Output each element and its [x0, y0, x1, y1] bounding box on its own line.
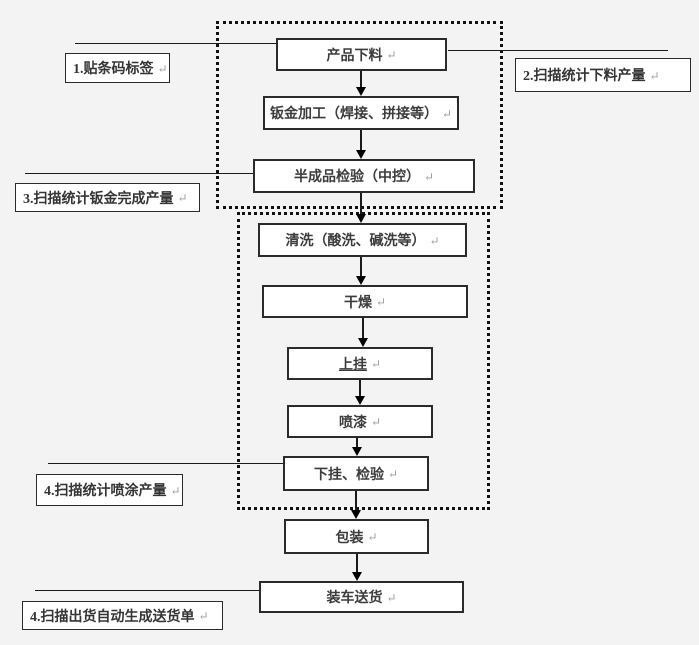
flow-arrow-line-6 [359, 380, 361, 401]
flow-node-label: 上挂 [338, 357, 367, 373]
flow-node-packing: 包装↵ [284, 519, 429, 554]
flow-arrow-line-2 [360, 130, 362, 155]
arrow-down-icon [351, 510, 361, 519]
flow-arrow-line-8 [355, 491, 357, 515]
annotation-text: 1.贴条码标签 [73, 62, 154, 77]
return-mark-icon: ↵ [177, 191, 188, 205]
arrow-down-icon [356, 87, 366, 96]
dotted-group-sheet-metal-stage [216, 21, 503, 209]
return-mark-icon: ↵ [429, 233, 440, 248]
arrow-down-icon [356, 276, 366, 285]
return-mark-icon: ↵ [370, 357, 382, 371]
arrow-down-icon [358, 338, 368, 347]
flow-node-label: 装车送货 [326, 591, 383, 606]
flow-node-spray-painting: 喷漆↵ [287, 405, 433, 438]
return-mark-icon: ↵ [198, 609, 209, 623]
annotation-text: 2.扫描统计下料产量 [523, 69, 646, 84]
flow-node-label: 包装 [335, 530, 364, 546]
arrow-down-icon [356, 150, 366, 159]
return-mark-icon: ↵ [370, 415, 382, 429]
flow-node-cleaning: 清洗（酸洗、碱洗等）↵ [258, 223, 467, 257]
flow-node-label: 半成品检验（中控） [293, 170, 420, 185]
arrow-down-icon [352, 572, 362, 581]
arrow-down-icon [352, 447, 362, 456]
connector-line-note-2 [448, 50, 668, 51]
flow-arrow-line-5 [362, 318, 364, 343]
return-mark-icon: ↵ [367, 530, 378, 544]
annotation-scan-spray-output: 4.扫描统计喷涂产量↵ [36, 474, 183, 506]
flow-node-semi-finished-inspection: 半成品检验（中控）↵ [253, 159, 475, 193]
connector-line-note-1 [75, 43, 276, 44]
flow-arrow-line-3 [360, 193, 362, 219]
return-mark-icon: ↵ [387, 467, 399, 481]
return-mark-icon: ↵ [386, 590, 397, 605]
flow-node-label: 喷漆 [338, 415, 367, 431]
connector-line-note-4b [35, 590, 259, 591]
flow-arrow-line-7 [356, 438, 358, 452]
flow-arrow-line-1 [360, 71, 362, 92]
flow-node-label: 产品下料 [326, 48, 383, 64]
flow-node-loading-delivery: 装车送货↵ [259, 581, 464, 613]
flow-node-hang-down-inspection: 下挂、检验↵ [283, 456, 429, 491]
return-mark-icon: ↵ [441, 106, 453, 121]
connector-line-note-4a [48, 463, 283, 464]
return-mark-icon: ↵ [649, 68, 660, 83]
flow-arrow-line-4 [360, 257, 362, 281]
annotation-scan-sheet-metal-output: 3.扫描统计钣金完成产量↵ [15, 183, 200, 212]
flow-node-label: 干燥 [343, 295, 372, 311]
flow-node-label: 钣金加工（焊接、拼接等） [269, 107, 438, 122]
connector-line-note-3 [25, 173, 253, 174]
return-mark-icon: ↵ [375, 295, 387, 309]
return-mark-icon: ↵ [170, 483, 181, 498]
annotation-text: 3.扫描统计钣金完成产量 [23, 191, 174, 207]
flow-node-label: 下挂、检验 [313, 467, 384, 483]
flow-node-drying: 干燥↵ [262, 285, 468, 318]
annotation-scan-blanking-output: 2.扫描统计下料产量↵ [515, 58, 691, 92]
flow-node-label: 清洗（酸洗、碱洗等） [285, 234, 426, 249]
dotted-group-coating-stage [237, 212, 490, 510]
annotation-scan-shipping-note: 4.扫描出货自动生成送货单↵ [22, 601, 223, 630]
flow-node-product-blanking: 产品下料↵ [276, 38, 447, 71]
flow-node-sheet-metal-processing: 钣金加工（焊接、拼接等）↵ [263, 96, 459, 130]
flow-node-hang-up: 上挂↵ [287, 347, 433, 380]
annotation-text: 4.扫描出货自动生成送货单 [30, 609, 195, 625]
return-mark-icon: ↵ [423, 169, 435, 184]
flow-arrow-line-9 [356, 554, 358, 577]
annotation-barcode-label: 1.贴条码标签↵ [65, 53, 170, 83]
arrow-down-icon [355, 396, 365, 405]
arrow-down-icon [356, 214, 366, 223]
annotation-text: 4.扫描统计喷涂产量 [44, 484, 167, 499]
return-mark-icon: ↵ [157, 61, 168, 76]
return-mark-icon: ↵ [386, 48, 397, 62]
